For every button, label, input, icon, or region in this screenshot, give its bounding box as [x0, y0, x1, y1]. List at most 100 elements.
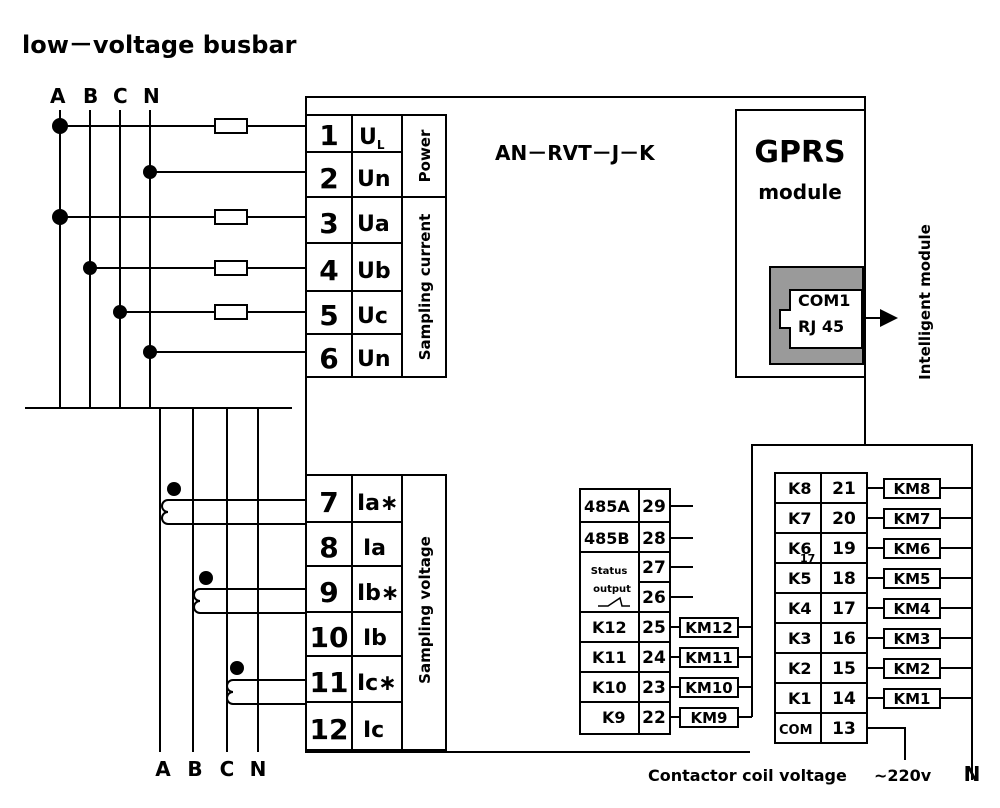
right-relay-block	[774, 472, 972, 760]
left-relay-labels: 485A 485B K12 K11 K10 K9	[584, 497, 630, 727]
top-phase-label-c: C	[113, 84, 128, 108]
terminal-20-number: 20	[832, 509, 856, 529]
coil-bus-left	[751, 444, 973, 780]
ct-a-coil	[161, 499, 306, 525]
ct-c-coil	[226, 679, 306, 705]
left-relay-label-k9: K9	[602, 708, 626, 727]
terminal-1-signal: UL	[359, 125, 385, 152]
status-output-switch-icon	[598, 596, 630, 607]
voltage-feeders	[60, 125, 306, 353]
terminal-1-signal-sub: L	[377, 138, 385, 152]
current-terminal-signals: Ia∗ Ia Ib∗ Ib Ic∗ Ic	[357, 491, 399, 743]
terminal-5-number: 5	[319, 299, 338, 332]
top-phase-label-n: N	[143, 84, 160, 108]
voltage-terminal-frame	[305, 114, 447, 378]
left-relay-label-485b: 485B	[584, 529, 630, 548]
top-phase-label-a: A	[50, 84, 66, 108]
power-group-label: Power	[416, 129, 434, 182]
right-relay-label-k5: K5	[788, 569, 812, 588]
terminal-16-number: 16	[832, 629, 856, 649]
voltage-terminal-block	[305, 114, 447, 378]
terminal-2-signal: Un	[357, 167, 391, 192]
bottom-phase-label-b: B	[187, 757, 202, 781]
voltage-terminal-signals: UL Un Ua Ub Uc Un	[357, 125, 391, 372]
status-output-label-line1: Status	[591, 566, 628, 577]
terminal-7-number: 7	[319, 486, 338, 519]
terminal-12-signal: Ic	[363, 718, 384, 743]
sampling-voltage-group-label: Sampling voltage	[416, 536, 434, 684]
terminal-13-number: 13	[832, 719, 856, 739]
km3-label: KM3	[894, 630, 931, 648]
bottom-phase-label-c: C	[220, 757, 235, 781]
terminal-6-number: 6	[319, 342, 338, 375]
km5-label: KM5	[894, 570, 931, 588]
terminal-1-number: 1	[319, 119, 338, 152]
right-relay-label-k2: K2	[788, 659, 812, 678]
terminal-29-number: 29	[642, 497, 666, 517]
bottom-phase-label-a: A	[155, 757, 171, 781]
terminal-10-signal: Ib	[363, 626, 387, 651]
gprs-subtitle: module	[758, 180, 842, 204]
junction-n-6	[143, 345, 157, 359]
km7-label: KM7	[894, 510, 931, 528]
neutral-label: N	[964, 762, 981, 786]
model-number: AN－RVT－J－K	[495, 141, 656, 165]
terminal-8-number: 8	[319, 531, 338, 564]
rj45-label: RJ 45	[798, 317, 844, 336]
right-relay-label-com: COM	[779, 723, 813, 738]
terminal-2-number: 2	[319, 162, 338, 195]
right-relay-label-k8: K8	[788, 479, 812, 498]
terminal-4-number: 4	[319, 254, 338, 287]
busbar-phase-lines	[59, 110, 151, 408]
gprs-title: GPRS	[754, 135, 845, 170]
left-relay-label-k11: K11	[592, 648, 627, 667]
top-phase-labels: A B C N	[50, 84, 160, 108]
fuses	[214, 118, 248, 320]
terminal-3-number: 3	[319, 207, 338, 240]
km12-label: KM12	[685, 619, 732, 637]
bottom-phase-labels: A B C N	[155, 757, 266, 781]
gprs-module-frame	[735, 109, 866, 378]
voltage-terminal-numbers: 1 2 3 4 5 6	[319, 119, 338, 375]
coil-voltage-label: Contactor coil voltage	[648, 766, 847, 785]
status-output-label-line2: output	[593, 584, 631, 595]
right-relay-label-k1: K1	[788, 689, 812, 708]
terminal-23-number: 23	[642, 678, 666, 698]
right-km-labels: KM8 KM7 KM6 KM5 KM4 KM3 KM2 KM1	[894, 480, 931, 708]
terminal-8-signal: Ia	[363, 536, 386, 561]
left-relay-label-485a: 485A	[584, 497, 630, 516]
fuse-1	[214, 118, 248, 134]
terminal-19-number: 19	[832, 539, 856, 559]
intelligent-module-arrow-icon	[880, 309, 898, 327]
gprs-module: GPRS module COM1 RJ 45 Intelligent modul…	[735, 109, 934, 380]
top-phase-label-b: B	[83, 84, 98, 108]
ct-b-polarity-dot	[199, 571, 213, 585]
terminal-11-number: 11	[310, 666, 349, 699]
terminal-24-number: 24	[642, 648, 666, 668]
ct-polarity-dots	[167, 482, 244, 675]
right-relay-label-k4: K4	[788, 599, 812, 618]
left-relay-label-k10: K10	[592, 678, 627, 697]
terminal-26-number: 26	[642, 588, 666, 608]
terminal-6-signal: Un	[357, 347, 391, 372]
terminal-21-number: 21	[832, 479, 856, 499]
terminal-17-number: 17	[832, 599, 856, 619]
com-supply-wire	[867, 727, 906, 760]
terminal-18-number: 18	[832, 569, 856, 589]
junction-c-5	[113, 305, 127, 319]
km6-label: KM6	[894, 540, 931, 558]
fuse-3	[214, 209, 248, 225]
fuse-4	[214, 260, 248, 276]
terminal-9-number: 9	[319, 576, 338, 609]
junction-dots	[52, 118, 157, 359]
junction-n-2	[143, 165, 157, 179]
com1-label: COM1	[798, 291, 850, 310]
terminal-5-signal: Uc	[357, 304, 388, 329]
terminal-14-number: 14	[832, 689, 856, 709]
terminal-7-signal: Ia∗	[357, 491, 398, 516]
junction-a-1	[52, 118, 68, 134]
terminal-22-number: 22	[642, 708, 666, 728]
terminal-25-number: 25	[642, 618, 666, 638]
terminal-9-signal: Ib∗	[357, 581, 399, 606]
